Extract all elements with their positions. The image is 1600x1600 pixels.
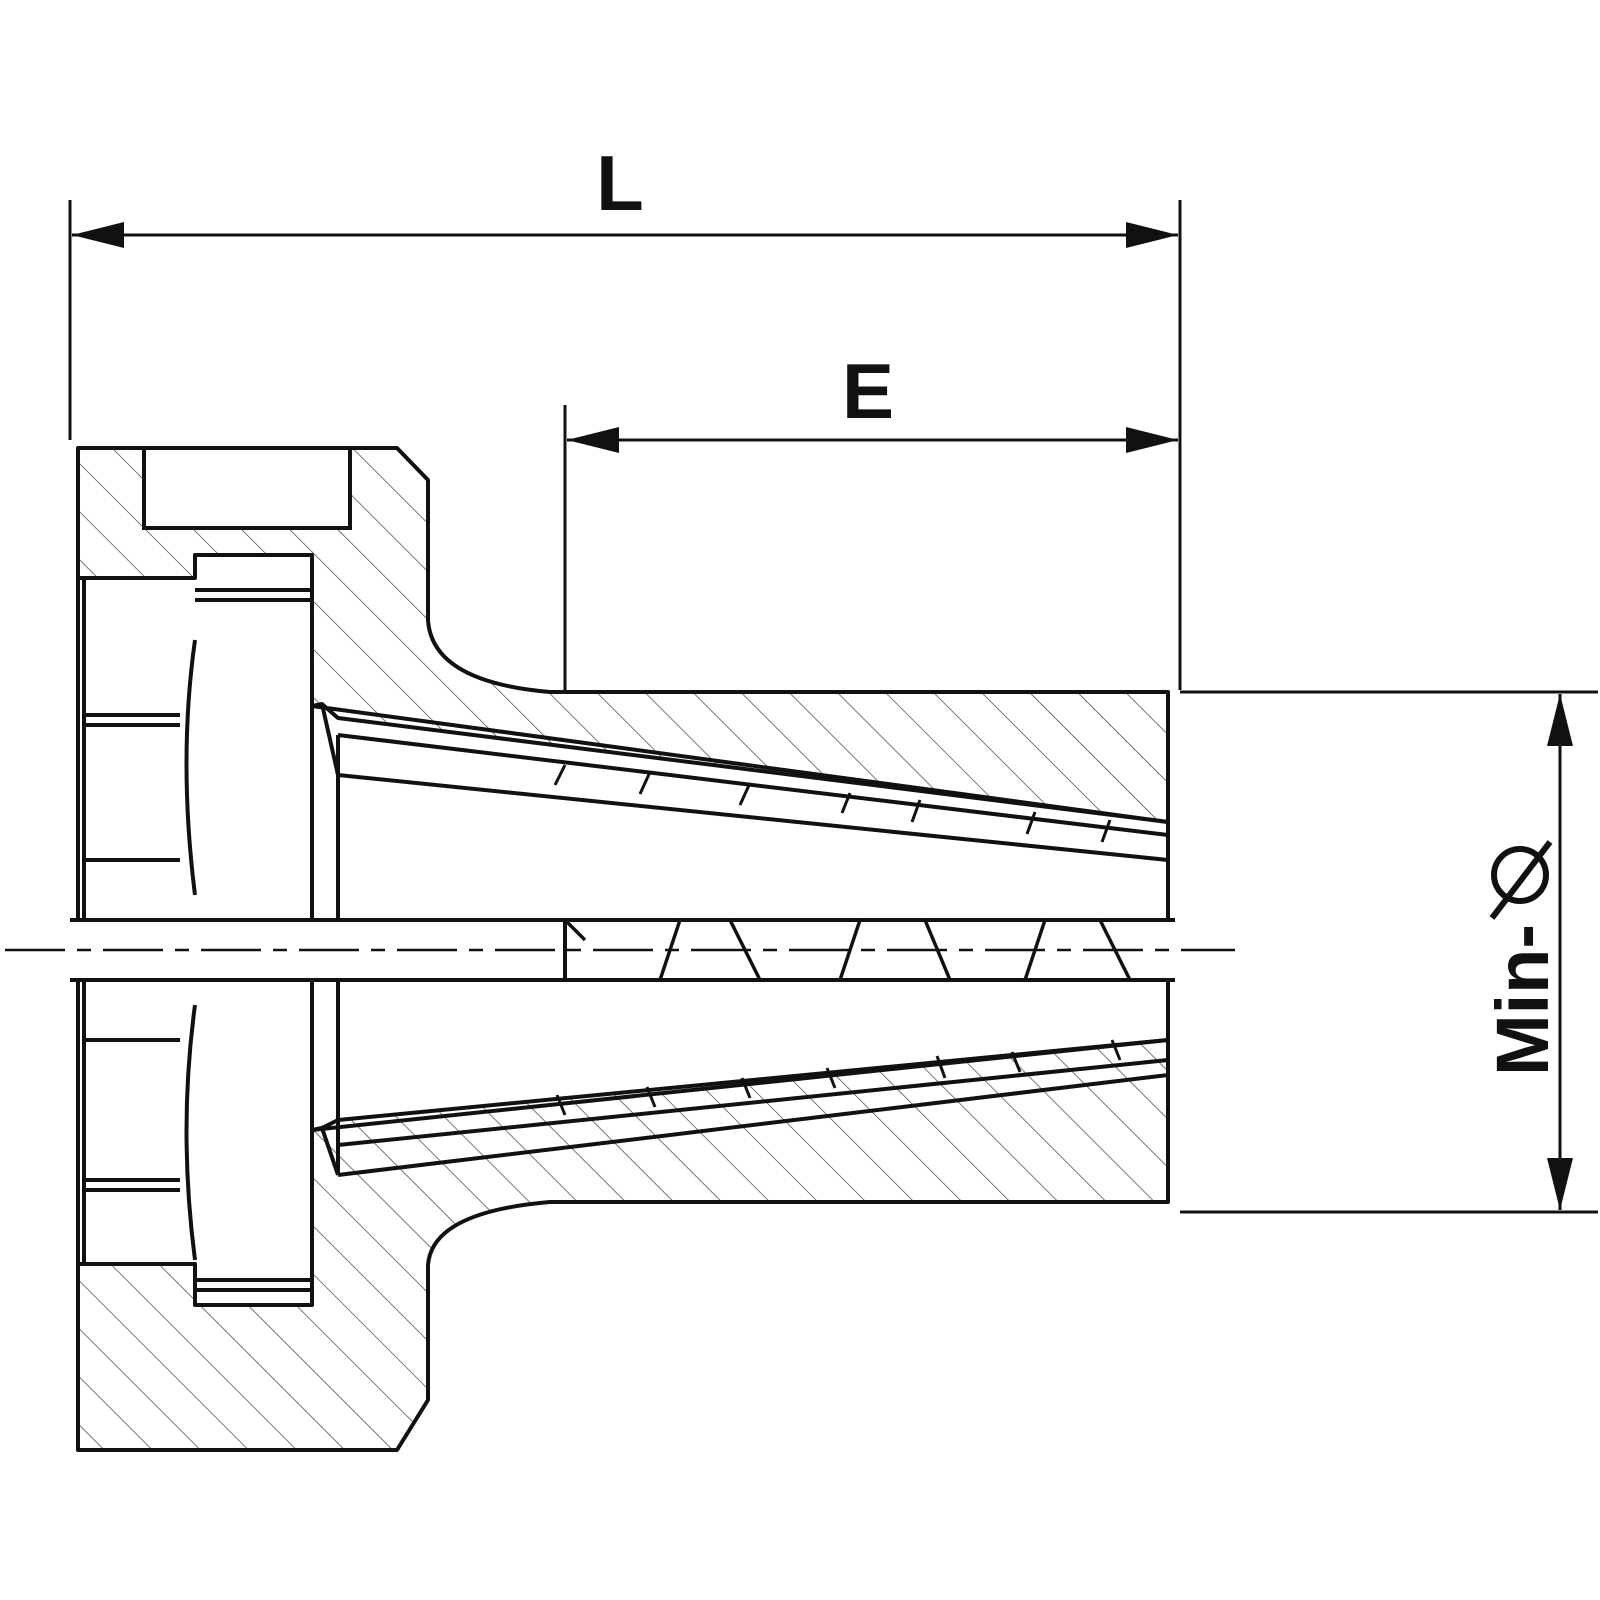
collet-taper-lower [310, 980, 1170, 1305]
dimension-length [68, 200, 1182, 690]
nut-section-upper [76, 446, 1170, 824]
dimension-min-diameter [1180, 690, 1598, 1214]
dimension-label-length: L [596, 139, 644, 227]
dimension-label-engagement: E [842, 347, 894, 435]
dimension-engagement [563, 405, 1178, 690]
dimension-label-min-diameter: Min- [1481, 924, 1564, 1076]
diameter-symbol-icon [1489, 840, 1553, 920]
collet-taper-upper [310, 555, 1170, 920]
thread-detail [76, 448, 312, 1450]
nut-section-lower [76, 1038, 1170, 1452]
